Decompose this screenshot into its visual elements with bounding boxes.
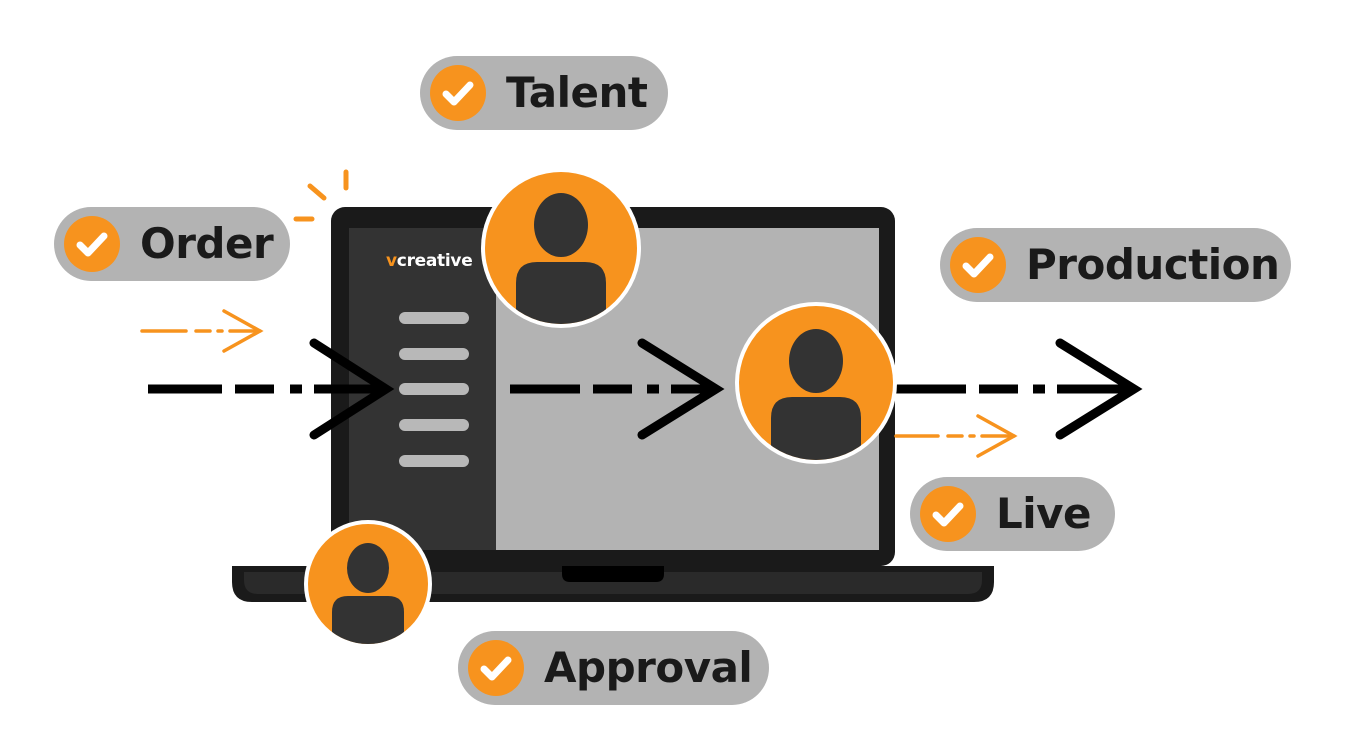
step-talent-pill: Talent (420, 56, 668, 130)
dash-arrow-icon (510, 338, 725, 440)
step-production-pill: Production (940, 228, 1291, 302)
brand-logo-name: creative (396, 251, 473, 271)
step-live-pill: Live (910, 477, 1115, 551)
check-circle-icon (468, 640, 524, 696)
dash-arrow-icon (894, 414, 1018, 458)
person-avatar-icon (735, 302, 897, 464)
step-production-label: Production (1026, 240, 1280, 289)
check-circle-icon (64, 216, 120, 272)
person-avatar-icon (304, 520, 432, 648)
step-approval-label: Approval (544, 643, 753, 692)
brand-logo-prefix: v (386, 251, 397, 271)
step-order-label: Order (140, 219, 274, 268)
dash-arrow-icon (140, 309, 264, 353)
dash-arrow-icon (896, 338, 1143, 440)
brand-logo: vcreative (386, 251, 473, 271)
person-avatar-icon (481, 168, 641, 328)
dash-arrow-icon (148, 338, 395, 440)
step-approval-pill: Approval (458, 631, 769, 705)
step-talent-label: Talent (506, 68, 648, 117)
sidebar-menu (399, 312, 469, 467)
step-order-pill: Order (54, 207, 290, 281)
sparkle-icon (293, 169, 349, 222)
check-circle-icon (950, 237, 1006, 293)
check-circle-icon (430, 65, 486, 121)
step-live-label: Live (996, 489, 1092, 538)
check-circle-icon (920, 486, 976, 542)
